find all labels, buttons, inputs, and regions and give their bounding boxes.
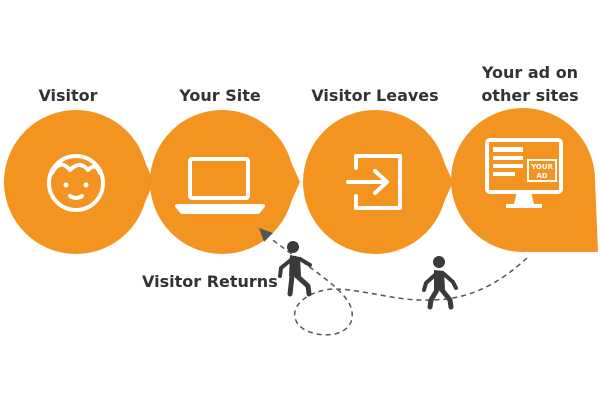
step-label-visitor: Visitor	[38, 86, 98, 105]
walking-person-icon	[278, 241, 312, 297]
ad-badge-line2: AD	[536, 172, 547, 180]
step-visitor-bubble	[4, 110, 154, 254]
ad-badge-line1: YOUR	[530, 163, 553, 171]
monitor-ad-icon	[485, 138, 563, 208]
laptop-icon	[175, 157, 265, 214]
step-site-bubble	[150, 110, 300, 254]
step-label-visitor-leaves: Visitor Leaves	[311, 86, 439, 105]
step-label-ad-line1: Your ad on	[481, 63, 579, 82]
step-label-your-site: Your Site	[179, 86, 261, 105]
visitor-returns-label: Visitor Returns	[142, 272, 278, 291]
face-icon	[47, 154, 105, 212]
walking-person-icon	[422, 256, 458, 310]
step-label-ad-line2: other sites	[481, 86, 579, 105]
return-arrowhead	[259, 228, 273, 242]
step-ad-bubble	[451, 108, 598, 252]
exit-icon	[346, 154, 402, 210]
